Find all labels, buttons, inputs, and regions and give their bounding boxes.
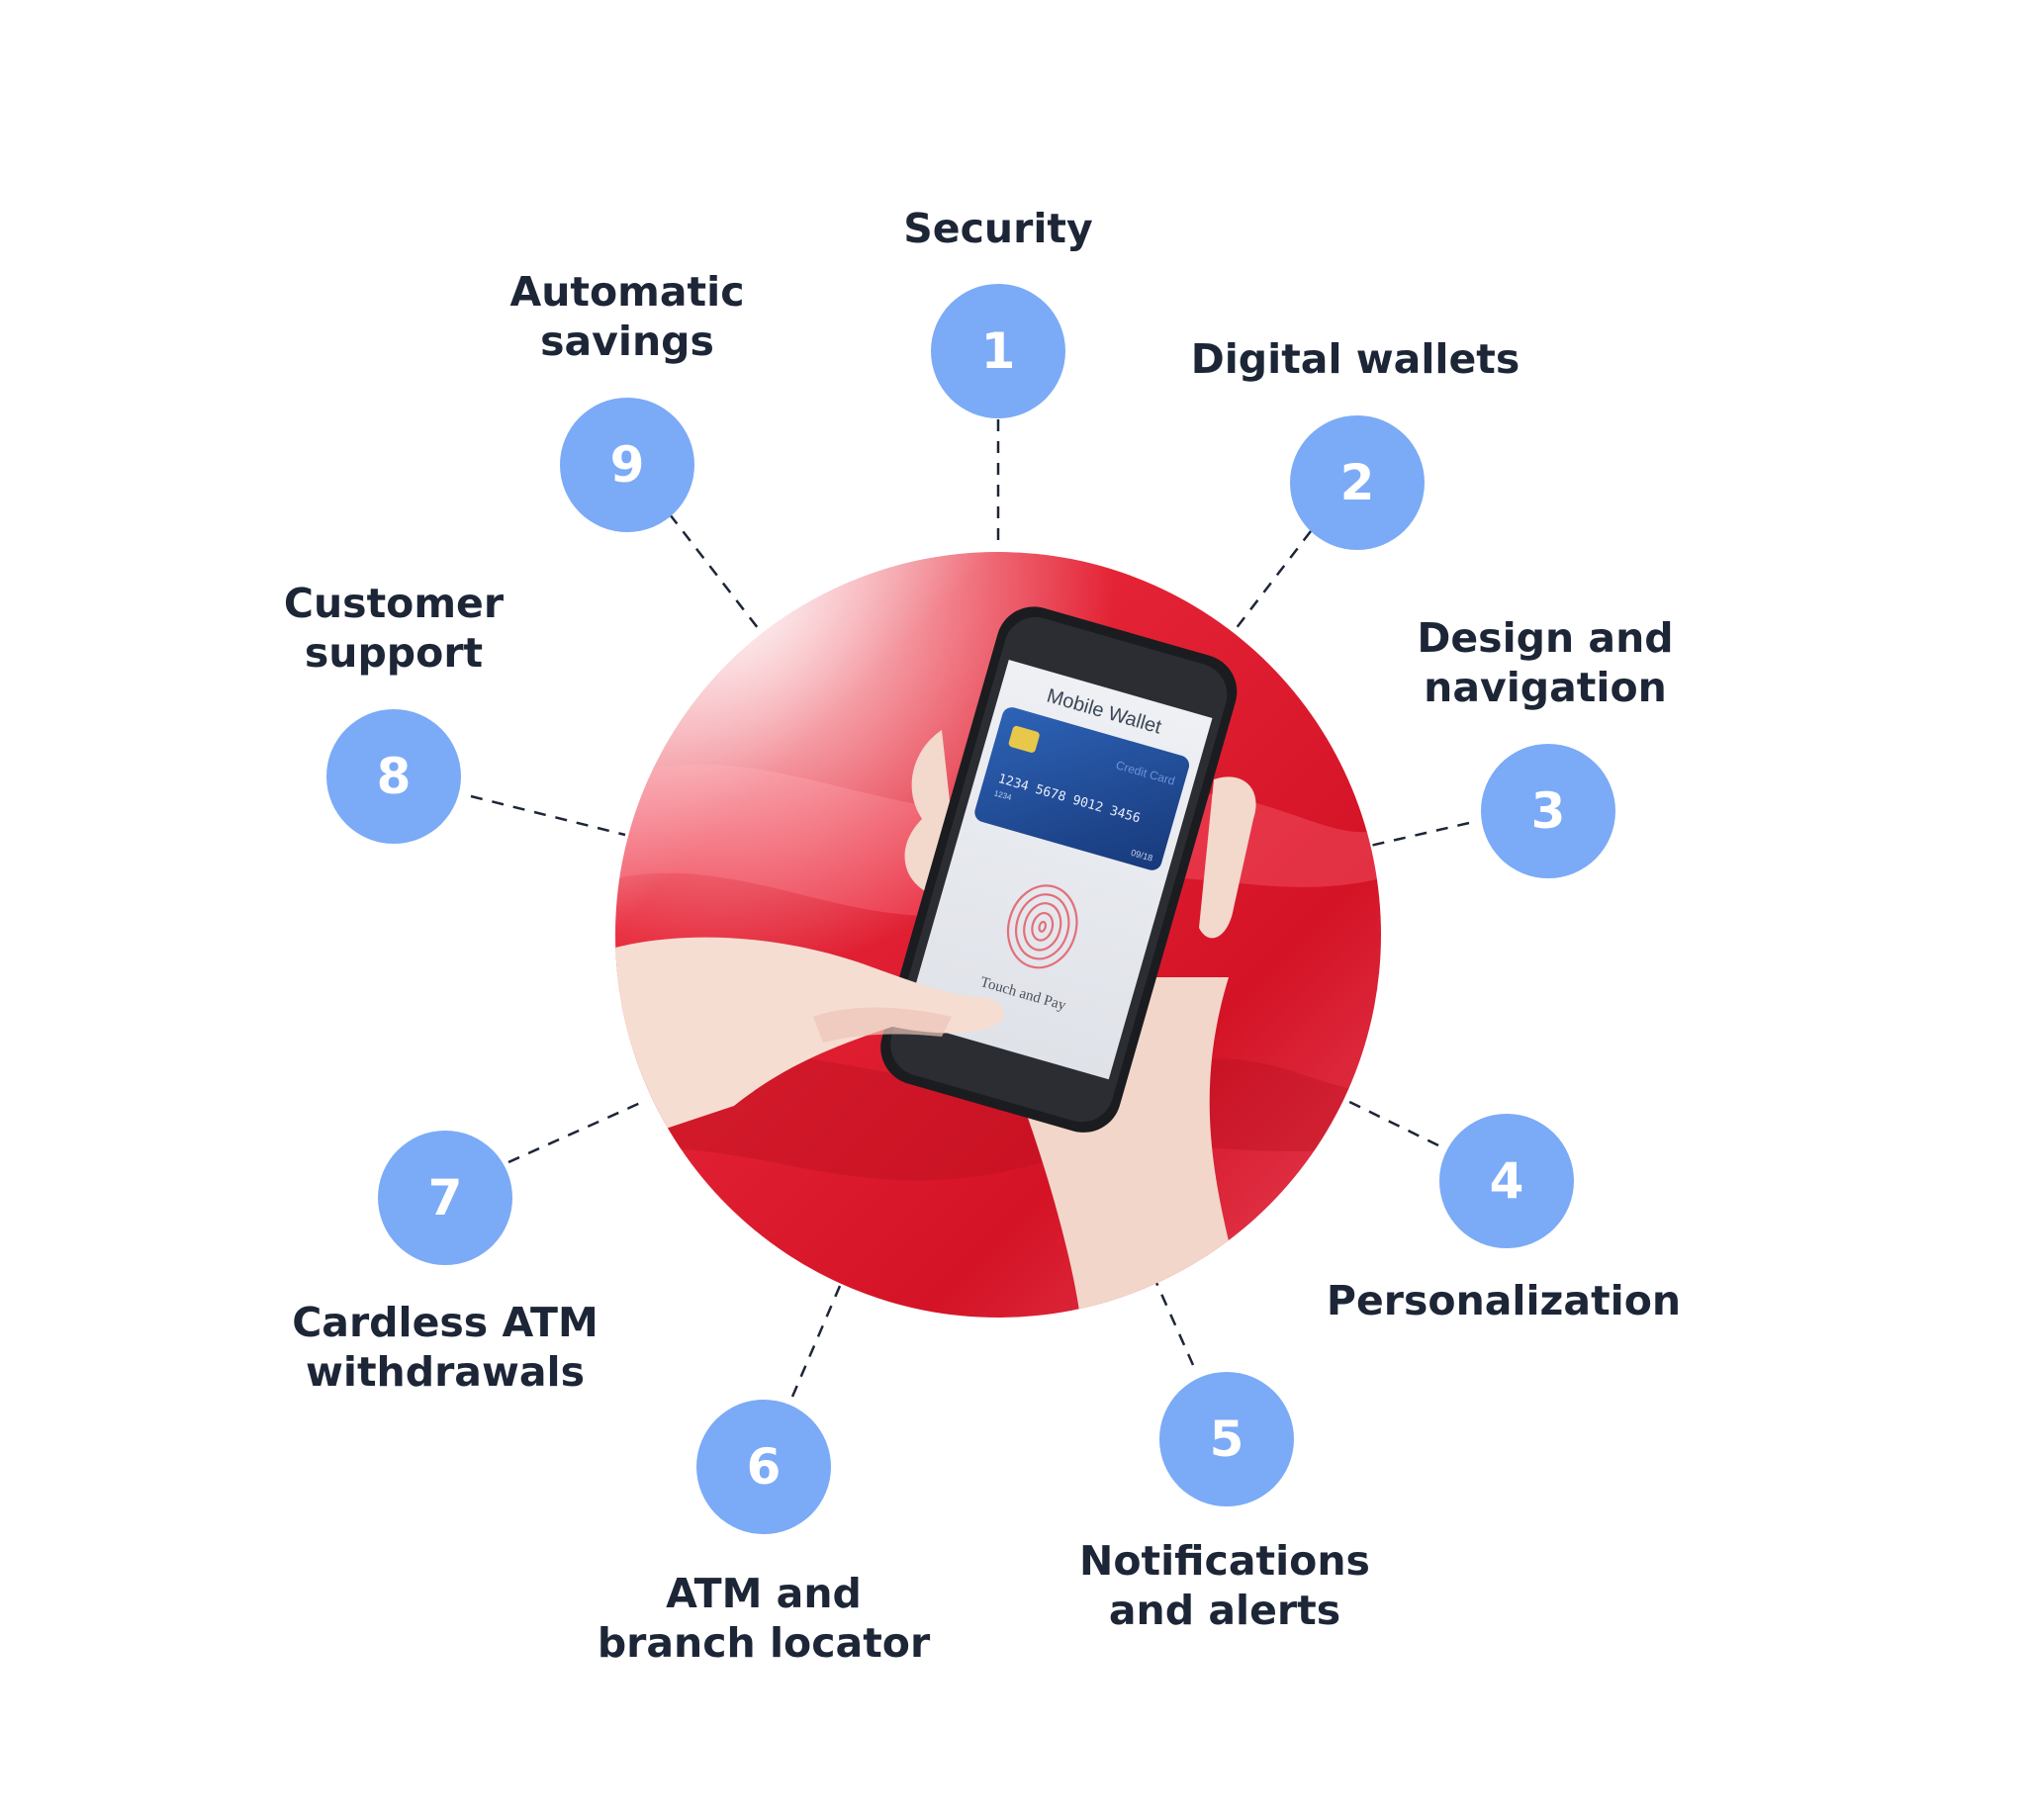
connector-2 bbox=[1235, 530, 1312, 630]
feature-node-7[interactable]: 7 bbox=[378, 1131, 512, 1265]
fingerprint-icon bbox=[1006, 884, 1078, 969]
feature-node-5[interactable]: 5 bbox=[1159, 1372, 1294, 1506]
feature-node-1[interactable]: 1 bbox=[931, 284, 1065, 418]
connector-7 bbox=[507, 1098, 648, 1164]
feature-node-4[interactable]: 4 bbox=[1439, 1114, 1574, 1248]
feature-node-3[interactable]: 3 bbox=[1481, 744, 1615, 878]
feature-number-3: 3 bbox=[1530, 782, 1566, 840]
feature-label-7: Cardless ATM withdrawals bbox=[292, 1299, 599, 1396]
feature-label-1: Security bbox=[903, 205, 1093, 252]
feature-node-8[interactable]: 8 bbox=[326, 709, 461, 844]
feature-node-2[interactable]: 2 bbox=[1290, 415, 1425, 550]
feature-number-1: 1 bbox=[980, 322, 1016, 380]
feature-number-8: 8 bbox=[376, 748, 412, 805]
feature-node-9[interactable]: 9 bbox=[560, 398, 694, 532]
feature-number-7: 7 bbox=[427, 1169, 463, 1227]
feature-label-6: ATM and branch locator bbox=[597, 1570, 931, 1667]
connector-4 bbox=[1336, 1094, 1439, 1147]
feature-number-6: 6 bbox=[746, 1438, 782, 1496]
mobile-wallet-photo: Mobile Wallet Credit Card 1234 5678 9012… bbox=[615, 552, 1381, 1318]
connector-9 bbox=[669, 513, 763, 634]
connector-6 bbox=[790, 1285, 842, 1398]
feature-label-2: Digital wallets bbox=[1190, 335, 1520, 383]
feature-number-9: 9 bbox=[609, 436, 645, 494]
feature-number-4: 4 bbox=[1489, 1152, 1524, 1210]
feature-label-5: Notifications and alerts bbox=[1079, 1537, 1370, 1634]
feature-node-6[interactable]: 6 bbox=[696, 1400, 831, 1534]
feature-number-5: 5 bbox=[1209, 1410, 1244, 1468]
feature-label-4: Personalization bbox=[1326, 1277, 1682, 1324]
connector-5 bbox=[1151, 1275, 1195, 1366]
feature-label-3: Design and navigation bbox=[1417, 614, 1674, 711]
feature-label-8: Customer support bbox=[283, 580, 505, 677]
connector-3 bbox=[1369, 821, 1470, 848]
connector-8 bbox=[470, 794, 626, 837]
feature-label-9: Automatic savings bbox=[509, 268, 745, 365]
feature-number-2: 2 bbox=[1339, 454, 1375, 511]
